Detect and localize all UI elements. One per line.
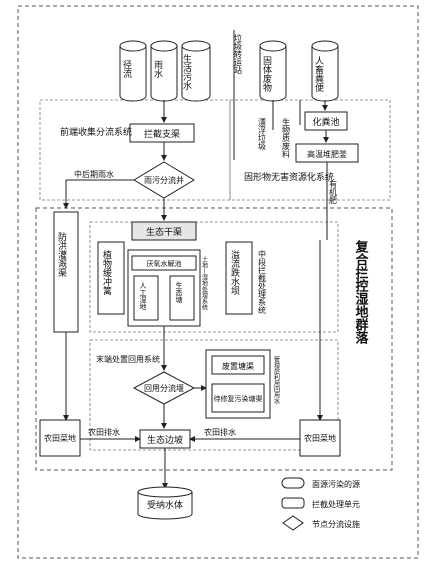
farmland-left-label: 农田菜地 xyxy=(44,433,76,443)
overflow-weir-box xyxy=(225,241,253,315)
source-rain: 雨水 xyxy=(150,40,178,102)
runoff-label: 径流 xyxy=(121,59,132,79)
source-runoff: 径流 xyxy=(119,40,147,102)
garbage-station-label: 垃圾转运站 xyxy=(234,33,243,75)
terminal-label: 末端处置回用系统 xyxy=(96,354,160,364)
eco-slope-label: 生态边坡 xyxy=(147,434,183,446)
reuse-label: 回用分流堰 xyxy=(144,383,184,393)
intercept-label: 拦截支渠 xyxy=(144,128,180,140)
anaerobic-box xyxy=(131,255,197,271)
solid-region xyxy=(229,99,391,201)
septic-label: 化粪池 xyxy=(312,116,339,128)
flood-label: 防洪灌溉渠 xyxy=(56,231,67,278)
source-manure: 人畜粪便 xyxy=(311,40,339,102)
overflow-label: 溢流跌水坝 xyxy=(229,249,240,296)
legend-cylinder-icon xyxy=(281,477,305,489)
drain-left-label: 农田排水 xyxy=(88,427,120,437)
solid-system-label: 固形物无害资源化系统 xyxy=(244,171,334,183)
receiving-label: 受纳水体 xyxy=(147,499,183,511)
soil-wetland-label: 土地—湿地处理系统 xyxy=(201,255,208,311)
eco-channel-label: 生态干渠 xyxy=(146,226,182,238)
legend-rect-icon xyxy=(281,497,305,509)
receiving-water: 受纳水体 xyxy=(137,486,193,520)
farmland-right-label: 农田菜地 xyxy=(304,433,336,443)
farmland-left-box xyxy=(39,419,81,457)
legend-diamond-icon xyxy=(282,515,304,531)
legend-label-0: 面源污染的源 xyxy=(312,479,360,489)
eco-channel-box xyxy=(131,221,197,241)
intercept-channel-box xyxy=(129,123,195,143)
fertilizer-label: 有机肥 xyxy=(329,179,338,205)
terminal-inner xyxy=(89,339,339,451)
manure-label: 人畜粪便 xyxy=(313,56,324,93)
abandoned-label: 废置塘渠 xyxy=(222,361,254,371)
front-region xyxy=(39,99,231,201)
repair-box xyxy=(211,383,265,413)
rain-label: 雨水 xyxy=(152,60,163,78)
complex-wetland-label: 复合拦控湿地群落 xyxy=(353,239,370,345)
abandoned-box xyxy=(211,355,265,375)
bio-label: 生物质废料 xyxy=(282,117,291,159)
artificial-wetland-label: 人工湿地 xyxy=(139,282,147,310)
compost-label: 高温堆肥釜 xyxy=(307,149,347,159)
diamond-label: 雨污分流井 xyxy=(144,175,184,185)
source-sewage: 生活污水 xyxy=(181,40,211,102)
legend: 面源污染的源 拦截处理单元 节点分流设施 xyxy=(281,477,360,531)
drain-right-label: 农田排水 xyxy=(204,427,236,437)
eco-pond-label: 生态塘 xyxy=(175,281,183,304)
plant-buffer-label: 植物缓冲篱 xyxy=(101,249,112,296)
eco-pond-box xyxy=(169,275,195,321)
flood-channel-box xyxy=(53,211,79,333)
float-label: 漂浮垃圾 xyxy=(258,117,267,151)
front-system-label: 前端收集分流系统 xyxy=(60,126,132,138)
repair-label: 待修复污染塘渠 xyxy=(214,394,263,403)
legend-label-1: 拦截处理单元 xyxy=(312,499,360,509)
mid-region xyxy=(35,207,393,471)
anaerobic-label: 厌氧水解池 xyxy=(147,259,182,268)
legend-label-2: 节点分流设施 xyxy=(312,519,360,529)
sewage-label: 生活污水 xyxy=(181,53,192,90)
mid-system-label: 中段拦截处理系统 xyxy=(258,249,267,315)
solid-label: 固体废物 xyxy=(261,56,272,93)
plant-buffer-box xyxy=(97,241,125,315)
mid-inner xyxy=(89,221,339,333)
mgmt-label: 管理层利用回用水 xyxy=(273,355,280,404)
outer-frame xyxy=(17,5,419,559)
source-solid: 固体废物 xyxy=(259,40,287,102)
artificial-wetland-box xyxy=(133,275,159,321)
mid-rain-label: 中后期雨水 xyxy=(74,169,114,179)
